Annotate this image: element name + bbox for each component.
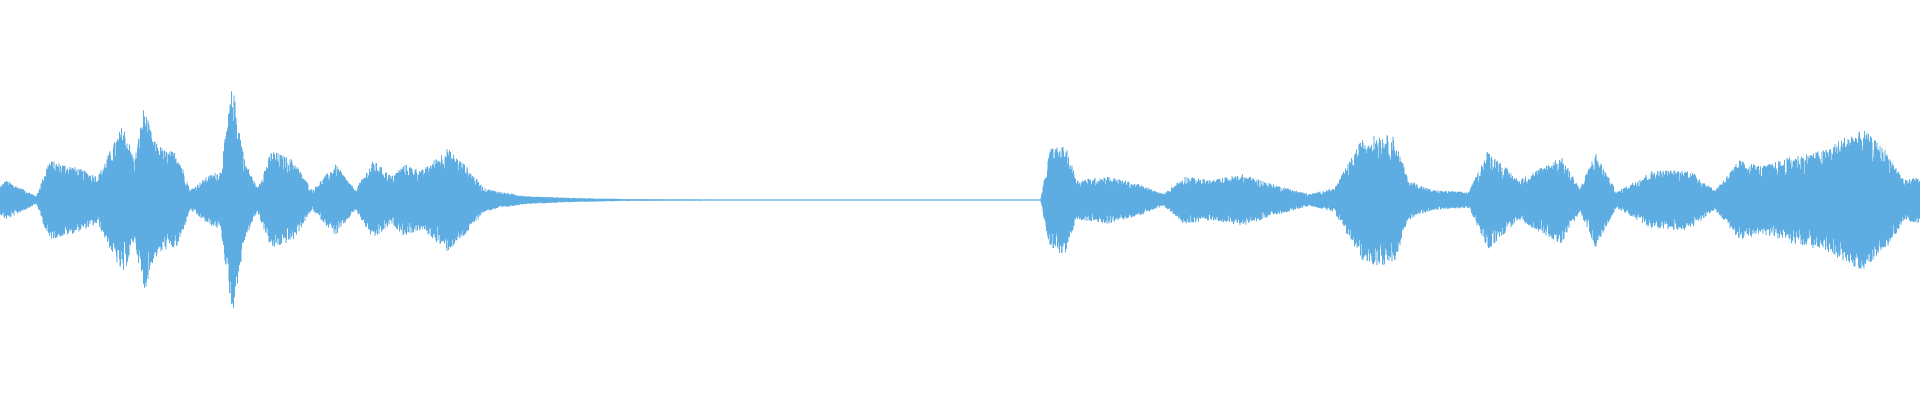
waveform-path	[0, 91, 1920, 308]
